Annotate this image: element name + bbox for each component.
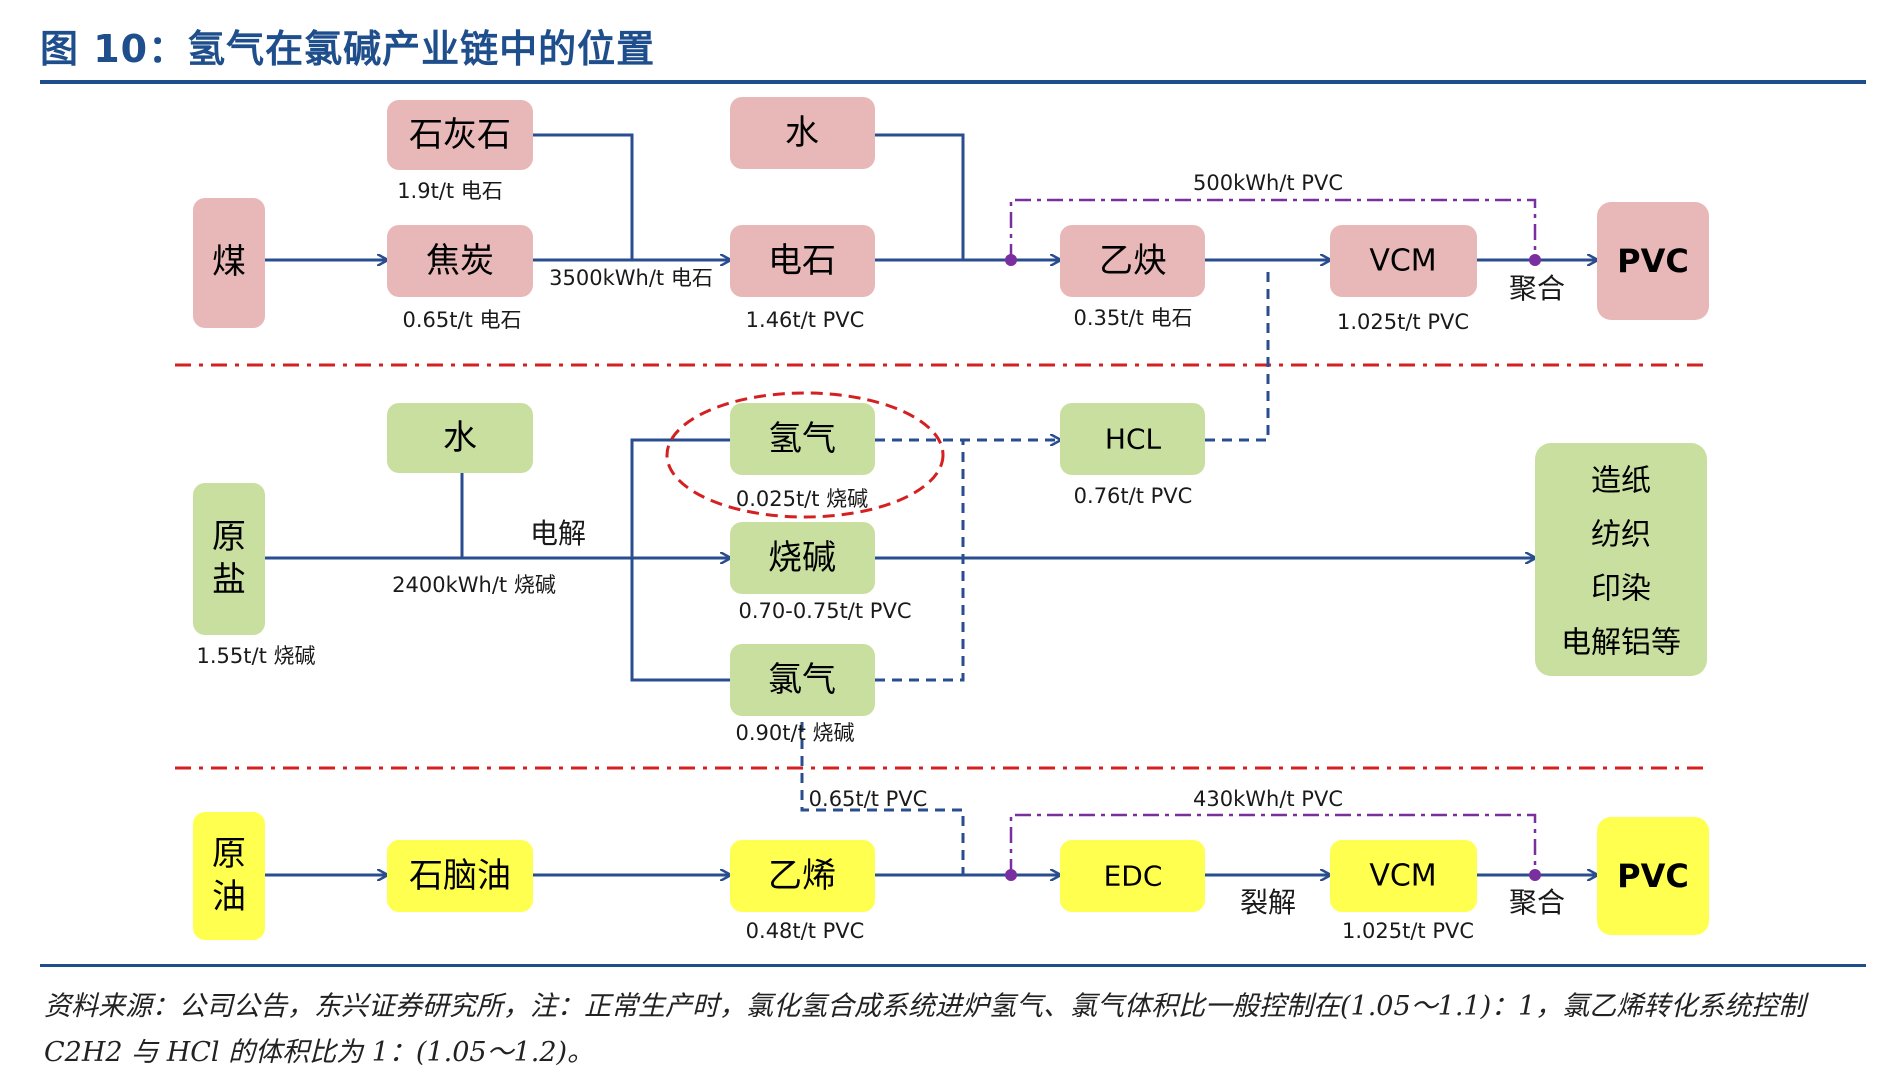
node-water-mid: 水	[387, 403, 533, 473]
svg-text:原: 原	[212, 517, 246, 557]
label-poly-bottom: 聚合	[1509, 886, 1565, 919]
svg-text:煤: 煤	[212, 242, 246, 282]
label-caustic-ratio: 0.70-0.75t/t PVC	[738, 599, 911, 623]
label-power-top: 500kWh/t PVC	[1193, 171, 1343, 195]
svg-text:PVC: PVC	[1617, 242, 1689, 280]
hydrogen-highlight	[665, 391, 945, 519]
power-line-top	[1009, 198, 1537, 260]
svg-text:PVC: PVC	[1617, 857, 1689, 895]
node-vcm-bottom: VCM	[1330, 840, 1477, 912]
svg-text:乙炔: 乙炔	[1099, 241, 1167, 281]
node-hydrogen: 氢气	[730, 403, 875, 475]
svg-text:烧碱: 烧碱	[768, 538, 836, 578]
power-dot	[1529, 869, 1541, 881]
label-hcl-ratio: 0.76t/t PVC	[1074, 484, 1193, 508]
label-coke-ratio: 0.65t/t 电石	[403, 308, 522, 332]
svg-text:氯气: 氯气	[768, 660, 836, 700]
label-electrolysis: 电解	[530, 517, 586, 550]
label-salt-ratio: 1.55t/t 烧碱	[197, 644, 316, 668]
label-vcm-top-ratio: 1.025t/t PVC	[1337, 310, 1469, 334]
power-dot	[1005, 254, 1017, 266]
node-water-top: 水	[730, 97, 875, 169]
svg-text:水: 水	[785, 113, 819, 153]
title-divider	[40, 80, 1866, 84]
node-crude-salt: 原 盐	[193, 483, 265, 635]
node-vcm-top: VCM	[1330, 225, 1477, 297]
svg-text:焦炭: 焦炭	[426, 241, 494, 281]
dashed-chlorine-edc	[800, 705, 965, 875]
node-calcium-carbide: 电石	[730, 225, 875, 297]
label-poly-top: 聚合	[1509, 272, 1565, 305]
power-line-bottom	[1009, 813, 1537, 875]
power-dot	[1529, 254, 1541, 266]
node-limestone: 石灰石	[387, 100, 533, 170]
source-divider	[40, 964, 1866, 967]
chlor-alkali-chain-diagram: 石灰石 水 煤 焦炭 电石 乙炔 VCM PVC	[175, 97, 1709, 943]
node-hcl: HCL	[1060, 403, 1205, 475]
node-naphtha: 石脑油	[387, 840, 533, 912]
label-chlorine-ratio: 0.90t/t 烧碱	[736, 721, 855, 745]
dashed-hcl-acetylene	[1205, 272, 1270, 442]
svg-text:水: 水	[443, 418, 477, 458]
label-vcm-bottom-ratio: 1.025t/t PVC	[1342, 919, 1474, 943]
svg-text:油: 油	[212, 877, 246, 917]
arrow-water-acetylene	[875, 133, 965, 260]
label-chlorine-to-edc: 0.65t/t PVC	[809, 787, 928, 811]
svg-text:VCM: VCM	[1369, 859, 1436, 894]
node-caustic-soda: 烧碱	[730, 522, 875, 594]
svg-text:氢气: 氢气	[768, 419, 836, 459]
figure-title: 图 10：氢气在氯碱产业链中的位置	[40, 27, 656, 71]
svg-text:石脑油: 石脑油	[409, 856, 511, 896]
label-electrolysis-power: 2400kWh/t 烧碱	[392, 573, 556, 597]
svg-text:乙烯: 乙烯	[768, 856, 836, 896]
svg-text:EDC: EDC	[1104, 860, 1163, 893]
node-crude-oil: 原 油	[193, 812, 265, 940]
node-pvc-top: PVC	[1597, 202, 1709, 320]
svg-text:纺织: 纺织	[1591, 518, 1651, 553]
node-acetylene: 乙炔	[1060, 225, 1205, 297]
power-dot	[1005, 869, 1017, 881]
node-pvc-bottom: PVC	[1597, 817, 1709, 935]
node-edc: EDC	[1060, 840, 1205, 912]
node-coal: 煤	[193, 198, 265, 328]
arrow-limestone-carbide	[533, 133, 634, 260]
svg-text:石灰石: 石灰石	[409, 115, 511, 155]
label-cracking: 裂解	[1240, 886, 1296, 919]
label-limestone-ratio: 1.9t/t 电石	[397, 179, 503, 203]
line-hydrogen-chlorine-branch	[630, 438, 730, 682]
label-acetylene-ratio: 0.35t/t 电石	[1074, 306, 1193, 330]
label-power-bottom: 430kWh/t PVC	[1193, 787, 1343, 811]
svg-text:电石: 电石	[768, 241, 836, 281]
svg-text:造纸: 造纸	[1591, 464, 1651, 499]
label-carbide-power: 3500kWh/t 电石	[549, 266, 713, 290]
node-coke: 焦炭	[387, 225, 533, 297]
svg-text:电解铝等: 电解铝等	[1561, 626, 1681, 661]
node-downstream-uses: 造纸 纺织 印染 电解铝等	[1535, 443, 1707, 676]
svg-text:印染: 印染	[1591, 572, 1651, 607]
label-carbide-ratio: 1.46t/t PVC	[746, 308, 865, 332]
svg-text:VCM: VCM	[1369, 244, 1436, 279]
label-ethylene-ratio: 0.48t/t PVC	[746, 919, 865, 943]
source-note: 资料来源：公司公告，东兴证券研究所，注：正常生产时，氯化氢合成系统进炉氢气、氯气…	[44, 991, 1806, 1068]
node-ethylene: 乙烯	[730, 840, 875, 912]
svg-text:原: 原	[212, 834, 246, 874]
svg-text:盐: 盐	[212, 560, 246, 600]
svg-text:HCL: HCL	[1105, 423, 1162, 456]
dashed-chlorine-up	[875, 440, 965, 682]
node-chlorine: 氯气	[730, 644, 875, 716]
label-hydrogen-ratio: 0.025t/t 烧碱	[736, 487, 868, 511]
